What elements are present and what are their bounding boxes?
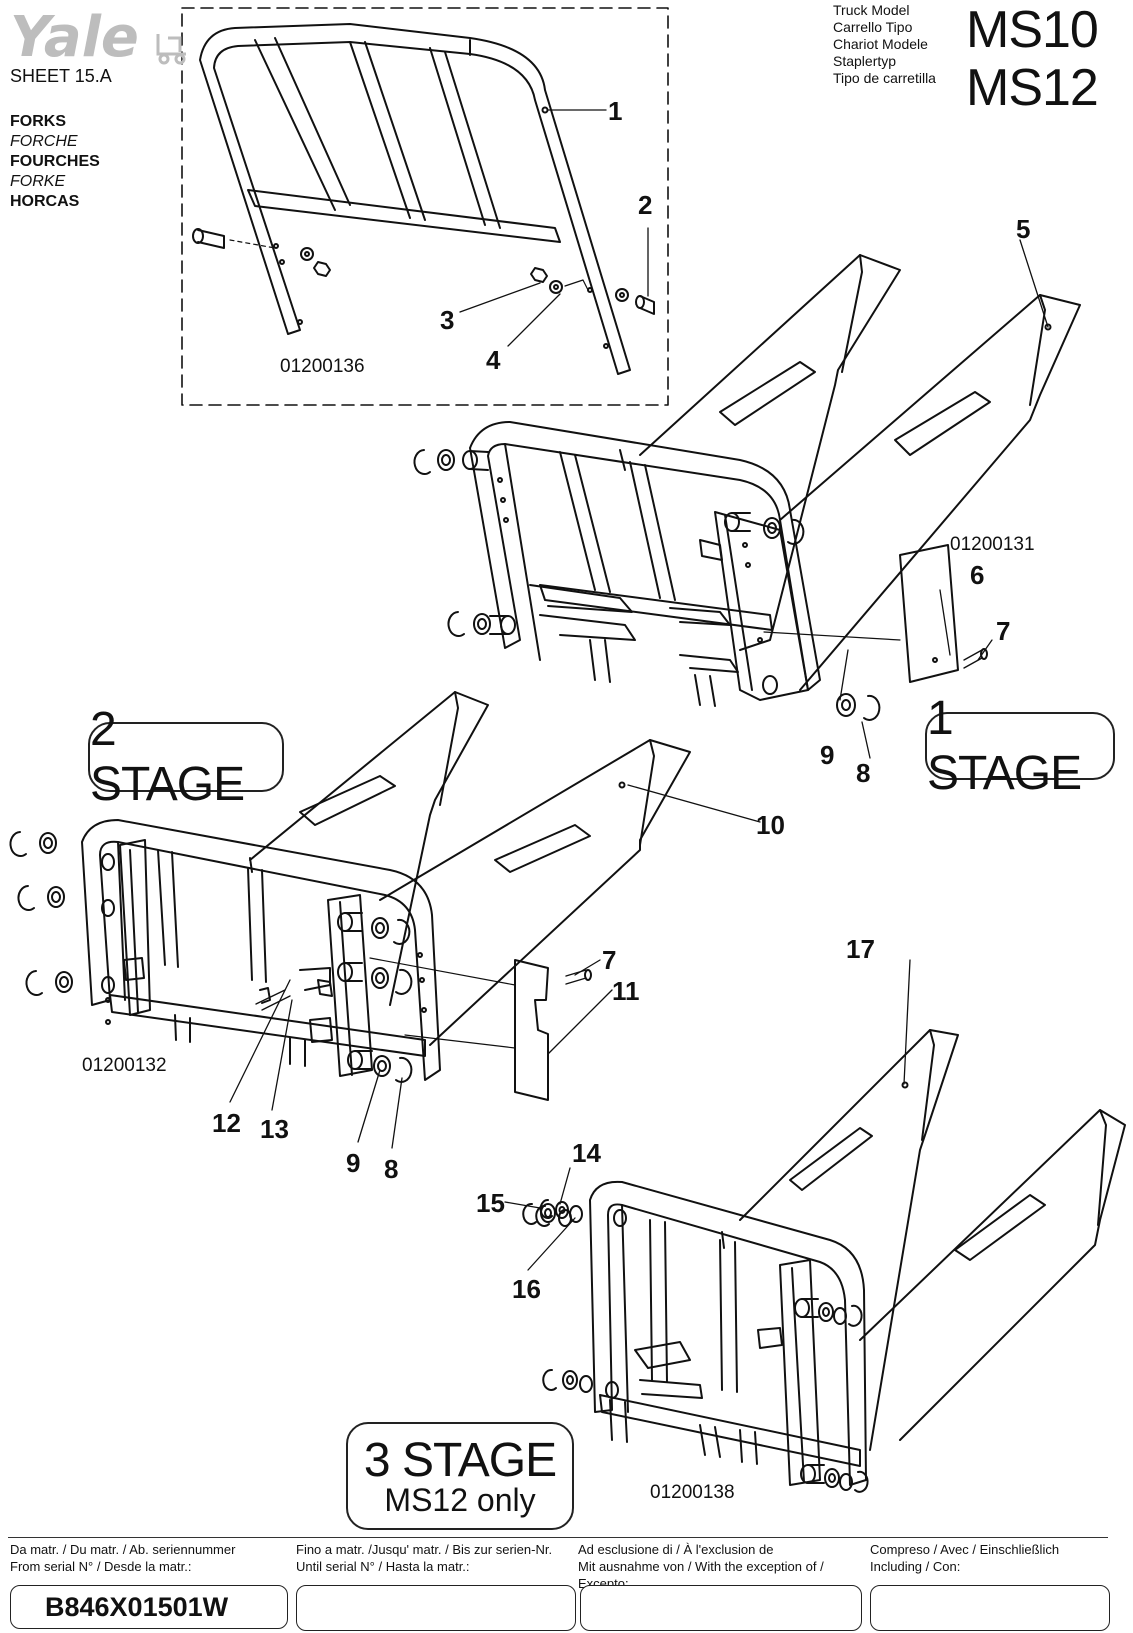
svg-text:Yale: Yale [10, 5, 139, 68]
model-ms10: MS10 [966, 1, 1099, 59]
footer-until-line2: Until serial N° / Hasta la matr.: [296, 1559, 470, 1574]
load-backrest [199, 23, 631, 375]
title-it: FORCHE [10, 133, 78, 150]
footer-col-until: Fino a matr. /Jusqu' matr. / Bis zur ser… [296, 1541, 576, 1575]
callout-1: 1 [608, 96, 623, 126]
truck-label-fr: Chariot Modele [833, 36, 928, 52]
title-fr: FOURCHES [10, 153, 100, 170]
two-stage-label: 2 STAGE [88, 703, 284, 811]
yale-logo: Yale [10, 5, 186, 68]
three-stage-label: 3 STAGE MS12 only [346, 1422, 574, 1530]
leader-lines [229, 109, 1049, 1271]
sheet-number: SHEET 15.A [10, 66, 112, 86]
footer-from-line2: From serial N° / Desde la matr.: [10, 1559, 192, 1574]
truck-model-labels: Truck Model Carrello Tipo Chariot Modele… [833, 2, 936, 87]
model-ms12: MS12 [966, 59, 1099, 117]
callout-2: 2 [638, 190, 653, 220]
callout-3: 3 [440, 305, 455, 335]
footer-col-from: Da matr. / Du matr. / Ab. seriennummer F… [10, 1541, 290, 1575]
three-stage-subtext: MS12 only [384, 1482, 536, 1518]
footer-divider [8, 1537, 1108, 1538]
footer-col-exception: Ad esclusione di / À l'exclusion de Mit … [578, 1541, 868, 1592]
three-stage-loose-hardware [539, 1199, 583, 1223]
callout-9: 9 [820, 740, 835, 770]
title-de: FORKE [10, 173, 66, 190]
three-stage-text: 3 STAGE [363, 1434, 557, 1487]
footer-from-line1: Da matr. / Du matr. / Ab. seriennummer [10, 1542, 236, 1557]
callout-17: 17 [846, 934, 875, 964]
callout-4: 4 [486, 345, 501, 375]
footer-until-line1: Fino a matr. /Jusqu' matr. / Bis zur ser… [296, 1542, 553, 1557]
callout-15: 15 [476, 1188, 505, 1218]
title-en: FORKS [10, 113, 66, 130]
truck-label-de: Staplertyp [833, 53, 897, 69]
part-number-two-stage: 01200132 [82, 1055, 167, 1076]
callout-12: 12 [212, 1108, 241, 1138]
part-number-backrest: 01200136 [280, 356, 365, 377]
exception-box [580, 1585, 862, 1631]
footer-including-line1: Compreso / Avec / Einschließlich [870, 1542, 1060, 1557]
one-stage-assembly [413, 254, 1081, 721]
including-box [870, 1585, 1110, 1631]
callout-7b: 7 [602, 945, 617, 975]
title-es: HORCAS [10, 193, 80, 210]
footer-exception-line1: Ad esclusione di / À l'exclusion de [578, 1542, 774, 1557]
part-number-one-stage: 01200131 [950, 534, 1035, 555]
callout-16: 16 [512, 1274, 541, 1304]
callout-6: 6 [970, 560, 985, 590]
exploded-parts-diagram [9, 7, 1126, 1493]
part-number-three-stage: 01200138 [650, 1482, 735, 1503]
callout-13: 13 [260, 1114, 289, 1144]
section-titles: FORKS FORCHE FOURCHES FORKE HORCAS [10, 112, 100, 212]
serial-until-box [296, 1585, 576, 1631]
one-stage-text: 1 STAGE [927, 692, 1082, 800]
serial-from-box: B846X01501W [10, 1585, 288, 1629]
truck-label-en: Truck Model [833, 2, 910, 18]
callout-9b: 9 [346, 1148, 361, 1178]
callout-8b: 8 [384, 1154, 399, 1184]
two-stage-assembly [9, 691, 691, 1101]
callout-11: 11 [612, 976, 640, 1006]
callout-5: 5 [1016, 214, 1031, 244]
two-stage-text: 2 STAGE [90, 703, 245, 811]
footer-including-line2: Including / Con: [870, 1559, 961, 1574]
truck-label-es: Tipo de carretilla [833, 70, 936, 86]
serial-from-value: B846X01501W [45, 1591, 229, 1622]
callout-7: 7 [996, 616, 1011, 646]
truck-label-it: Carrello Tipo [833, 19, 913, 35]
footer-col-including: Compreso / Avec / Einschließlich Includi… [870, 1541, 1120, 1575]
backrest-hardware [192, 228, 655, 315]
callout-10: 10 [756, 810, 785, 840]
backrest-detail-frame [181, 7, 669, 406]
one-stage-label: 1 STAGE [925, 692, 1115, 800]
three-stage-assembly [522, 1029, 1126, 1493]
callout-8: 8 [856, 758, 871, 788]
callout-14: 14 [572, 1138, 601, 1168]
